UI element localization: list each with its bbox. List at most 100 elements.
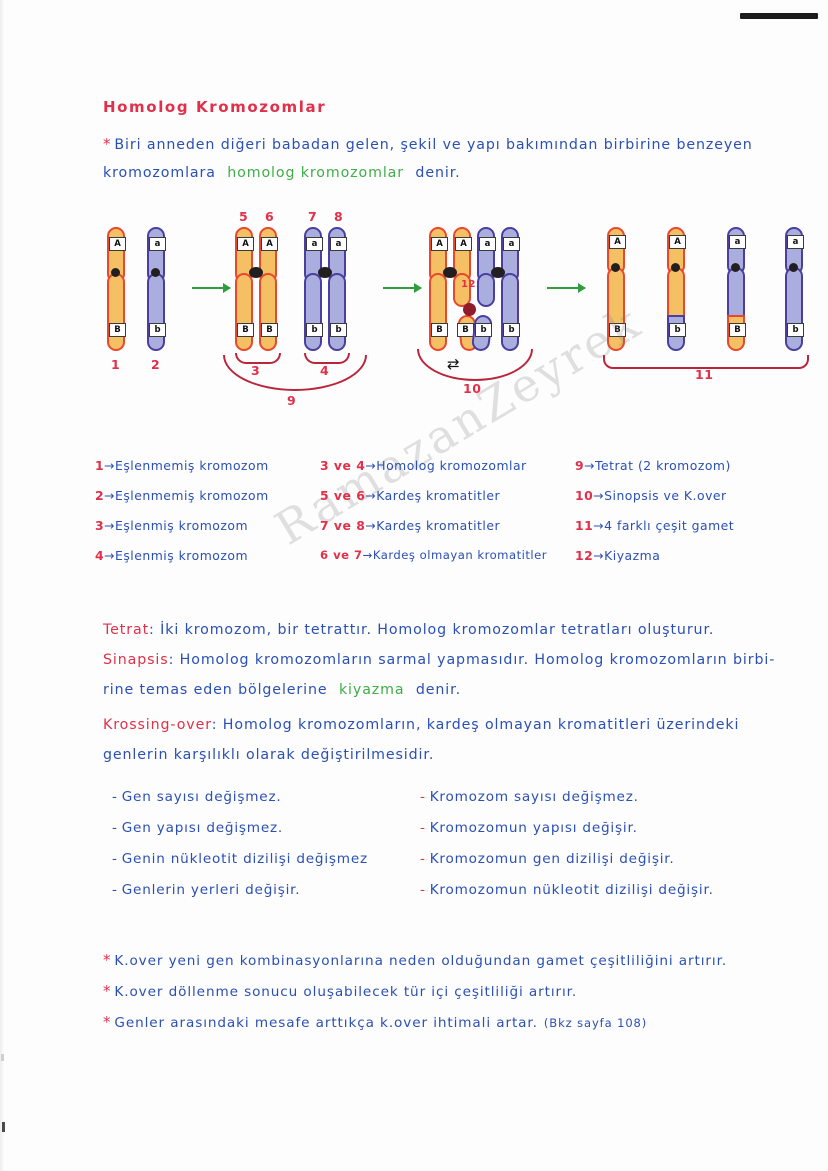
gene-label-a: a [479,237,496,251]
legend-item: 9→Tetrat (2 kromozom) [575,458,731,473]
centromere-icon [443,267,457,278]
red-star-bullet: * [103,135,112,153]
kiyazma-highlight: kiyazma [338,682,405,698]
gene-label-A: A [669,235,686,249]
gene-label-B: B [609,323,626,337]
chiasma-point-icon [463,303,476,316]
tetrad-arc-10 [417,349,533,381]
krossing-over-text-continued: genlerin karşılıklı olarak değiştirilmes… [103,747,435,763]
change-text: Kromozom sayısı değişmez. [429,789,639,805]
legend-text: Eşlenmemiş kromozom [115,488,269,503]
chromatid-7-lower [304,273,322,351]
change-text: Kromozomun nükleotit dizilişi değişir. [429,882,714,898]
gene-label-b: b [669,323,686,337]
change-text: Gen yapısı değişmez. [121,820,284,836]
diagram-number-2: 2 [151,357,161,372]
gene-label-A: A [109,237,126,251]
intro-line-2: kromozomlara homolog kromozomlar denir. [103,165,461,181]
crossover-chromatid-3-mid [477,273,495,307]
diagram-number-12: 12 [461,279,476,290]
gene-label-b: b [330,323,347,337]
gene-label-b: b [306,323,323,337]
diagram-number-7: 7 [308,209,318,224]
gene-label-B: B [237,323,254,337]
page-title: Homolog Kromozomlar [103,98,327,116]
change-item-right: -Kromozomun gen dizilişi değişir. [420,851,675,867]
change-item-right: -Kromozom sayısı değişmez. [420,789,639,805]
change-item-right: -Kromozomun yapısı değişir. [420,820,638,836]
crossover-chromatid-4-lower [501,273,519,351]
legend-item: 11→4 farklı çeşit gamet [575,518,735,533]
process-arrow-icon [192,283,231,293]
krossing-over-term: Krossing-over [103,717,212,733]
centromere-icon [111,268,120,277]
note-text: Genler arasındaki mesafe arttıkça k.over… [114,1015,538,1031]
legend-key: 1→Eşlenmemiş kromozom 2→Eşlenmemiş kromo… [95,452,815,592]
intro-line-1-text: Biri anneden diğeri babadan gelen, şekil… [114,137,753,153]
intro-line-2-prefix: kromozomlara [103,165,216,181]
definition-sinapsis-line-1: Sinapsis: Homolog kromozomların sarmal y… [103,652,775,668]
gene-label-B: B [457,323,474,337]
note-line-3: *Genler arasındaki mesafe arttıkça k.ove… [103,1013,647,1031]
legend-number: 11 [575,518,594,533]
change-item-left: -Gen sayısı değişmez. [112,789,282,805]
gene-label-A: A [237,237,254,251]
diagram-number-5: 5 [239,209,249,224]
change-text: Kromozomun yapısı değişir. [429,820,638,836]
diagram-number-10: 10 [463,381,482,396]
definition-sinapsis-line-2: rine temas eden bölgelerine kiyazma deni… [103,682,461,698]
change-text: Genlerin yerleri değişir. [121,882,301,898]
gamete-1-lower [607,267,625,351]
sinapsis-text-continued: rine temas eden bölgelerine [103,682,328,698]
legend-item: 10→Sinopsis ve K.over [575,488,727,503]
legend-number: 3 ve 4 [320,458,366,473]
note-text: K.over döllenme sonucu oluşabilecek tür … [114,984,578,1000]
legend-item: 5 ve 6→Kardeş kromatitler [320,488,501,503]
gene-label-b: b [149,323,166,337]
gamete-2-mid [667,267,685,317]
centromere-icon [249,267,263,278]
note-line-1: *K.over yeni gen kombinasyonlarına neden… [103,951,727,969]
crossover-chromatid-1-lower [429,273,447,351]
gene-label-a: a [503,237,520,251]
tetrat-term: Tetrat [103,622,150,638]
legend-item: 3→Eşlenmiş kromozom [95,518,249,533]
gene-label-b: b [787,323,804,337]
sinapsis-term: Sinapsis [103,652,169,668]
legend-number: 9 [575,458,585,473]
note-line-2: *K.over döllenme sonucu oluşabilecek tür… [103,982,577,1000]
legend-number: 5 ve 6 [320,488,366,503]
legend-item: 12→Kiyazma [575,548,661,563]
chromosome-diagram: A B 1 a b 2 5 6 A A B B 3 7 [95,205,809,410]
dash-marker: - [420,882,426,898]
sinapsis-text-end: denir. [415,682,461,698]
gene-label-a: a [149,237,166,251]
legend-number: 10 [575,488,594,503]
centromere-icon [491,267,505,278]
legend-number: 7 ve 8 [320,518,366,533]
red-star-bullet: * [103,982,112,1000]
krossing-over-text: : Homolog kromozomların, kardeş olmayan … [211,717,740,733]
legend-text: Tetrat (2 kromozom) [595,458,731,473]
legend-text: 4 farklı çeşit gamet [604,518,735,533]
dash-marker: - [420,820,426,836]
gene-label-a: a [787,235,804,249]
red-star-bullet: * [103,1013,112,1031]
diagram-number-11: 11 [695,367,714,382]
legend-number: 3 [95,518,105,533]
change-text: Genin nükleotit dizilişi değişmez [121,851,368,867]
legend-text: Kardeş kromatitler [376,518,501,533]
dash-marker: - [420,789,426,805]
dash-marker: - [112,851,118,867]
scan-speck [2,1122,5,1132]
legend-text: Kiyazma [604,548,661,563]
gene-label-b: b [503,323,520,337]
legend-number: 6 ve 7 [320,548,363,562]
gene-label-a: a [729,235,746,249]
change-item-left: -Gen yapısı değişmez. [112,820,283,836]
legend-number: 1 [95,458,105,473]
centromere-icon [318,267,332,278]
chromatid-8-lower [328,273,346,351]
legend-text: Kardeş olmayan kromatitler [372,548,548,562]
